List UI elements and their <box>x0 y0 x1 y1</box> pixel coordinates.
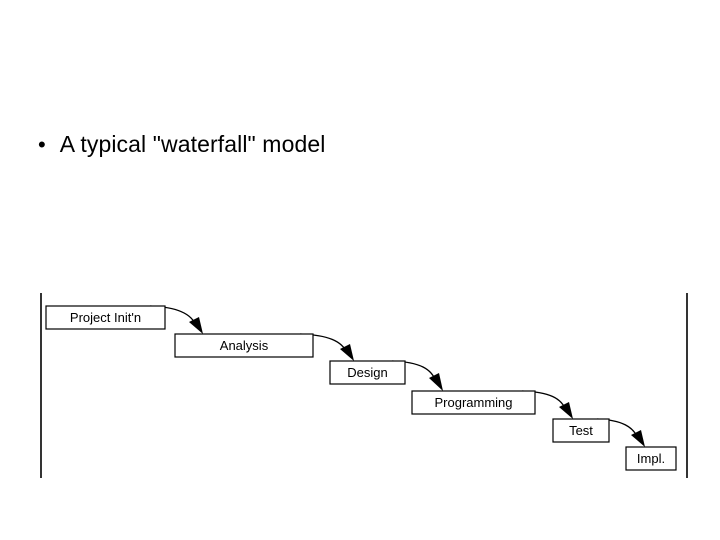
stage-label: Analysis <box>220 338 269 353</box>
bullet-line: • A typical "waterfall" model <box>38 131 325 158</box>
stage-box-implementation[interactable]: Impl. <box>625 446 677 471</box>
stage-label: Impl. <box>637 451 665 466</box>
stage-box-analysis[interactable]: Analysis <box>174 333 314 358</box>
stage-box-programming[interactable]: Programming <box>411 390 536 415</box>
stage-label: Design <box>347 365 387 380</box>
stage-box-project-initiation[interactable]: Project Init'n <box>45 305 166 330</box>
stage-label: Test <box>569 423 593 438</box>
stage-box-test[interactable]: Test <box>552 418 610 443</box>
stage-box-design[interactable]: Design <box>329 360 406 385</box>
stage-label: Project Init'n <box>70 310 141 325</box>
stage-label: Programming <box>434 395 512 410</box>
bullet-marker: • <box>38 132 46 157</box>
bullet-text: A typical "waterfall" model <box>59 131 326 157</box>
